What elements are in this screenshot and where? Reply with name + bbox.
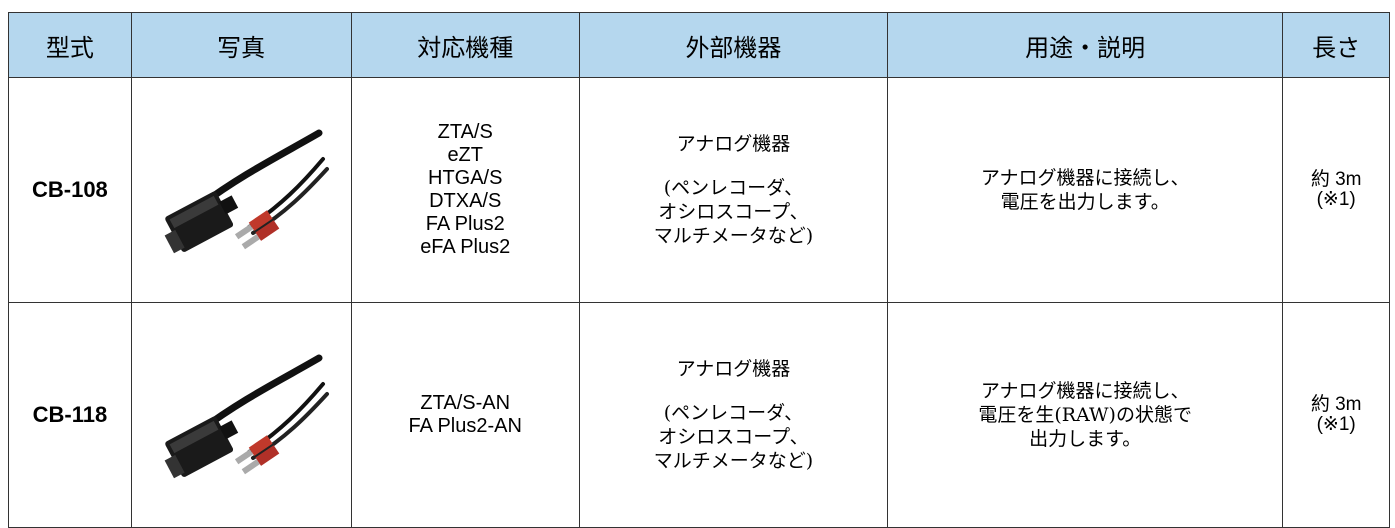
- header-description: 用途・説明: [886, 12, 1284, 78]
- header-length: 長さ: [1282, 12, 1390, 78]
- description-cell: アナログ機器に接続し、 電圧を出力します。: [886, 77, 1284, 303]
- header-model: 型式: [8, 12, 132, 78]
- external-device-name: アナログ機器: [676, 358, 791, 380]
- table-row: CB-108: [8, 77, 1390, 303]
- header-row: 型式 写真 対応機種 外部機器 用途・説明 長さ: [8, 12, 1390, 78]
- cable-spec-table: 型式 写真 対応機種 外部機器 用途・説明 長さ CB-108: [8, 12, 1390, 528]
- length-note: (※1): [1316, 189, 1356, 210]
- external-device-note: (ペンレコーダ、 オシロスコープ、 マルチメータなど): [653, 402, 814, 472]
- length-value: 約 3m: [1310, 394, 1362, 415]
- compatible-models-cell: ZTA/S eZT HTGA/S DTXA/S FA Plus2 eFA Plu…: [350, 77, 580, 303]
- external-device-name: アナログ機器: [676, 133, 791, 155]
- external-device-cell: アナログ機器 (ペンレコーダ、 オシロスコープ、 マルチメータなど): [578, 77, 888, 303]
- external-device-cell: アナログ機器 (ペンレコーダ、 オシロスコープ、 マルチメータなど): [578, 302, 888, 528]
- cable-connector-icon: [164, 354, 330, 479]
- external-device-note: (ペンレコーダ、 オシロスコープ、 マルチメータなど): [653, 177, 814, 247]
- compatible-models-cell: ZTA/S-AN FA Plus2-AN: [350, 302, 580, 528]
- header-external-device: 外部機器: [578, 12, 888, 78]
- length-value: 約 3m: [1310, 169, 1362, 190]
- model-cell: CB-118: [8, 302, 132, 528]
- header-compatible-models: 対応機種: [350, 12, 580, 78]
- photo-cell: [130, 302, 352, 528]
- description-cell: アナログ機器に接続し、 電圧を生(RAW)の状態で 出力します。: [886, 302, 1284, 528]
- length-cell: 約 3m (※1): [1282, 77, 1390, 303]
- length-note: (※1): [1316, 414, 1356, 435]
- header-photo: 写真: [130, 12, 352, 78]
- photo-cell: [130, 77, 352, 303]
- model-cell: CB-108: [8, 77, 132, 303]
- length-cell: 約 3m (※1): [1282, 302, 1390, 528]
- cable-connector-icon: [164, 129, 330, 254]
- table-row: CB-118: [8, 302, 1390, 528]
